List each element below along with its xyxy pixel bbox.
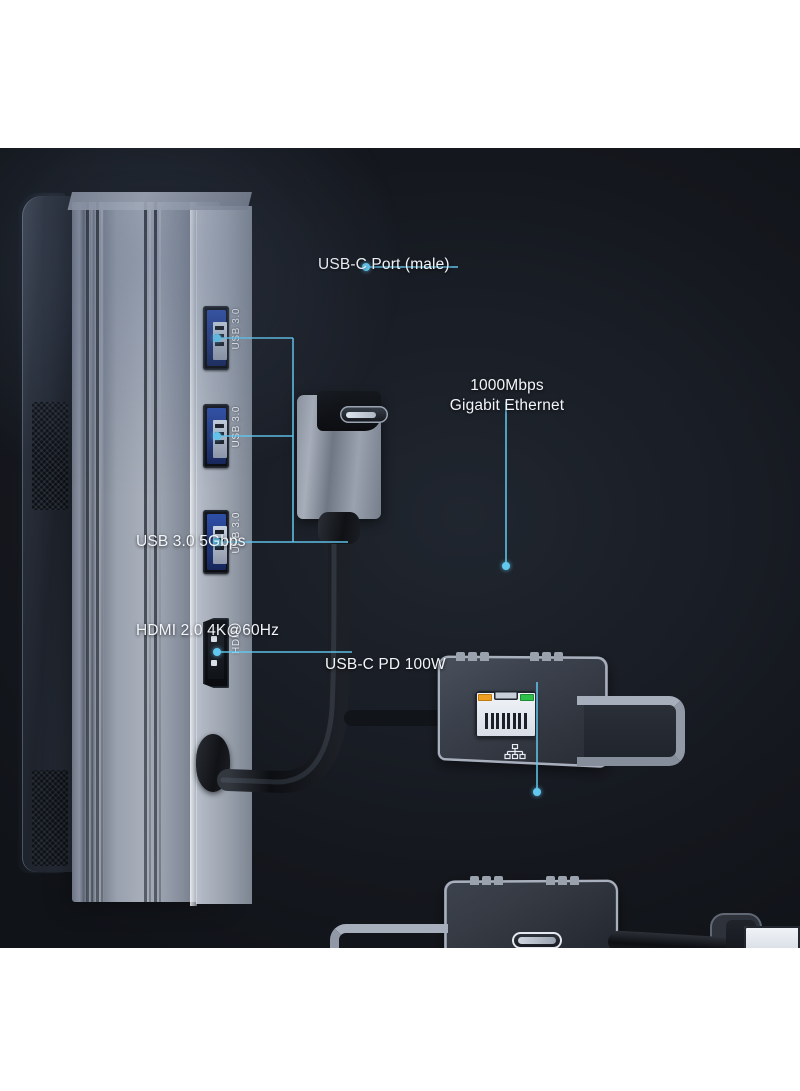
hub-top-surface bbox=[67, 192, 253, 210]
anchor-dot-ethernet bbox=[502, 562, 510, 570]
hub-ridge bbox=[101, 202, 103, 902]
callout-usb-c-male: USB-C Port (male) bbox=[318, 256, 450, 273]
ethernet-module-arm-fill bbox=[584, 704, 680, 759]
hub-rear-panel bbox=[22, 196, 74, 872]
cable-strain-relief bbox=[196, 734, 230, 792]
hub-vent-mesh-top bbox=[32, 402, 68, 510]
charger-plug-head bbox=[744, 926, 800, 948]
hub-face-highlight-edge bbox=[190, 202, 197, 906]
ethernet-network-icon bbox=[504, 744, 526, 760]
usb-c-port-icon bbox=[340, 406, 388, 423]
hub-ridge bbox=[91, 202, 93, 902]
anchor-dot-usb-2 bbox=[213, 432, 221, 440]
usb-port-2-label: USB 3.0 bbox=[231, 406, 242, 448]
dark-photo-panel: USB 3.0 USB 3.0 USB 3.0 HDMI bbox=[0, 148, 800, 948]
rj45-led-orange bbox=[478, 694, 492, 701]
rj45-jack-icon bbox=[475, 691, 537, 738]
hub-ridge bbox=[154, 202, 157, 902]
usb-port-1-label: USB 3.0 bbox=[231, 308, 242, 350]
anchor-dot-usb-1 bbox=[213, 334, 221, 342]
ethernet-module bbox=[434, 650, 685, 769]
hub-ridge bbox=[149, 202, 151, 902]
hub-ridge bbox=[96, 202, 99, 902]
callout-usb-c-pd: USB-C PD 100W bbox=[325, 656, 446, 673]
callout-ethernet: 1000Mbps Gigabit Ethernet bbox=[397, 376, 617, 416]
anchor-dot-usb-3 bbox=[213, 538, 221, 546]
usb-c-pd-module bbox=[330, 874, 620, 948]
anchor-dot-hdmi bbox=[213, 648, 221, 656]
callout-ethernet-line1: 1000Mbps bbox=[470, 377, 544, 394]
usb-c-port-icon bbox=[512, 932, 562, 948]
hub-ridge bbox=[86, 202, 89, 902]
rj45-led-green bbox=[520, 694, 534, 701]
callout-ethernet-line2: Gigabit Ethernet bbox=[449, 396, 565, 414]
hub-ridge bbox=[159, 202, 161, 902]
usb-c-plug-neck bbox=[318, 512, 360, 544]
anchor-dot-usb-c-male bbox=[362, 263, 370, 271]
hub-ridge bbox=[144, 202, 147, 902]
pd-module-arm bbox=[330, 924, 448, 948]
anchor-dot-usb-c-pd bbox=[533, 788, 541, 796]
ethernet-module-arm bbox=[577, 696, 685, 766]
hub-vent-mesh-bottom bbox=[32, 770, 68, 866]
callout-usb3: USB 3.0 5Gbps bbox=[136, 533, 246, 550]
callout-hdmi: HDMI 2.0 4K@60Hz bbox=[136, 622, 280, 639]
